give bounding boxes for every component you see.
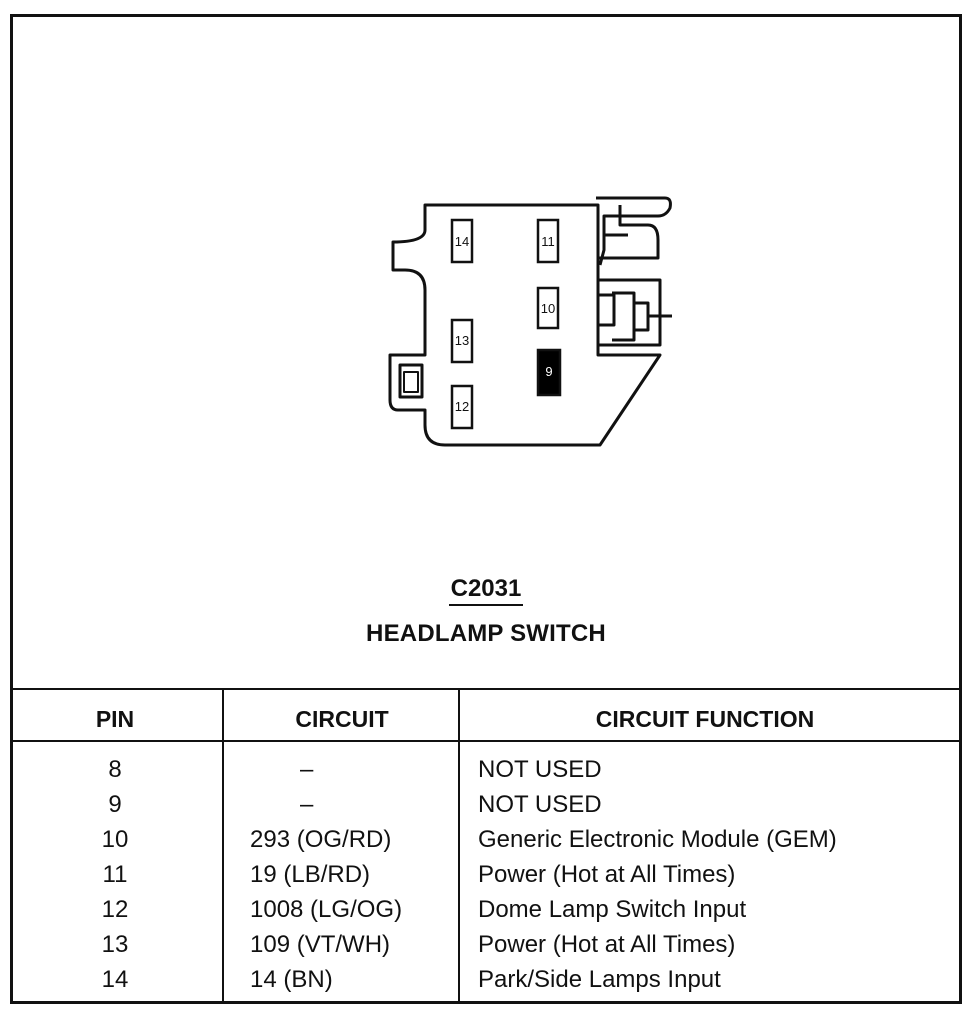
table-row: 13 109 (VT/WH) Power (Hot at All Times) [10,931,962,966]
cell-function: Power (Hot at All Times) [478,931,736,958]
pin-label-11: 11 [541,234,555,249]
connector-diagram: 14 11 10 13 9 12 [388,196,672,447]
connector-side-clip [598,278,662,347]
pin-cavity-10 [536,286,560,330]
pin-cavity-11 [536,218,560,264]
cell-circuit: – [300,756,314,783]
cell-pin: 12 [101,896,129,923]
table-row: 11 19 (LB/RD) Power (Hot at All Times) [10,861,962,896]
table-top-border [10,688,962,690]
pin-cavity-13 [450,318,474,364]
cell-function: Park/Side Lamps Input [478,966,721,993]
table-row: 14 14 (BN) Park/Side Lamps Input [10,966,962,1001]
cell-pin: 8 [108,756,122,783]
cell-circuit: – [300,791,314,818]
header-circuit-function: CIRCUIT FUNCTION [595,706,815,732]
cell-pin: 9 [108,791,122,818]
header-pin: PIN [95,706,135,732]
pin-label-12: 12 [455,399,469,414]
pin-cavity-14 [450,218,474,264]
cell-circuit: 14 (BN) [250,966,333,993]
pin-label-13: 13 [455,333,469,348]
cell-pin: 13 [101,931,129,958]
header-circuit: CIRCUIT [295,706,389,732]
cell-circuit: 19 (LB/RD) [250,861,371,888]
connector-body-outline [388,203,662,447]
table-row: 10 293 (OG/RD) Generic Electronic Module… [10,826,962,861]
connector-name: HEADLAMP SWITCH [366,620,606,647]
cell-function: Generic Electronic Module (GEM) [478,826,837,853]
lock-tab [398,363,424,399]
table-header-divider [10,740,962,742]
cell-function: NOT USED [478,756,602,783]
cell-circuit: 109 (VT/WH) [250,931,391,958]
pin-label-14: 14 [455,234,469,249]
pinout-table: PIN CIRCUIT CIRCUIT FUNCTION 8 – NOT USE… [10,688,962,1004]
table-row: 8 – NOT USED [10,756,962,791]
pin-cavity-9 [536,348,562,397]
cell-function: Power (Hot at All Times) [478,861,736,888]
column-divider [458,688,460,1004]
connector-id: C2031 [0,575,972,606]
column-divider [222,688,224,1004]
connector-latch [596,196,672,266]
cell-pin: 14 [101,966,129,993]
cell-circuit: 293 (OG/RD) [250,826,392,853]
table-row: 12 1008 (LG/OG) Dome Lamp Switch Input [10,896,962,931]
pin-cavities [450,218,562,430]
cell-pin: 11 [102,861,128,888]
cell-function: NOT USED [478,791,602,818]
pin-cavity-12 [450,384,474,430]
table-row: 9 – NOT USED [10,791,962,826]
diagram-frame [10,14,962,1004]
cell-pin: 10 [101,826,129,853]
pin-label-9: 9 [545,364,552,379]
cell-circuit: 1008 (LG/OG) [250,896,403,923]
pin-label-10: 10 [541,301,555,316]
cell-function: Dome Lamp Switch Input [478,896,747,923]
